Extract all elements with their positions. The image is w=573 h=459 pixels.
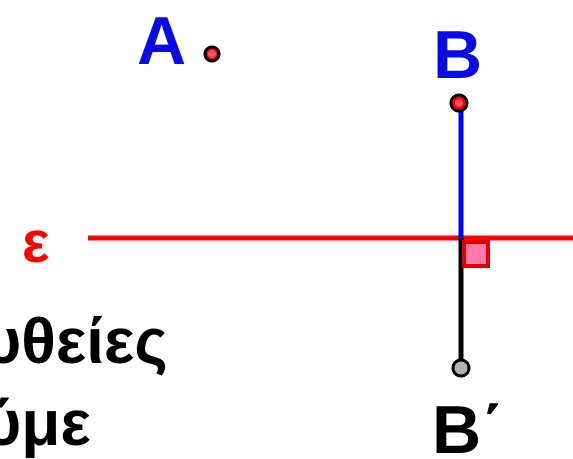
label-point-b-prime: B΄ <box>432 392 504 459</box>
label-point-a: A <box>137 3 186 79</box>
right-angle-marker <box>462 240 490 268</box>
point-b-marker-inner <box>455 99 463 107</box>
label-point-b: B <box>433 17 482 93</box>
point-b-prime-marker <box>451 358 471 378</box>
label-line-epsilon: ε <box>22 210 50 275</box>
partial-text-line-2: ύμε <box>0 387 91 459</box>
point-a-marker-inner <box>208 50 216 58</box>
partial-text-line-1: υθείες <box>0 305 168 377</box>
